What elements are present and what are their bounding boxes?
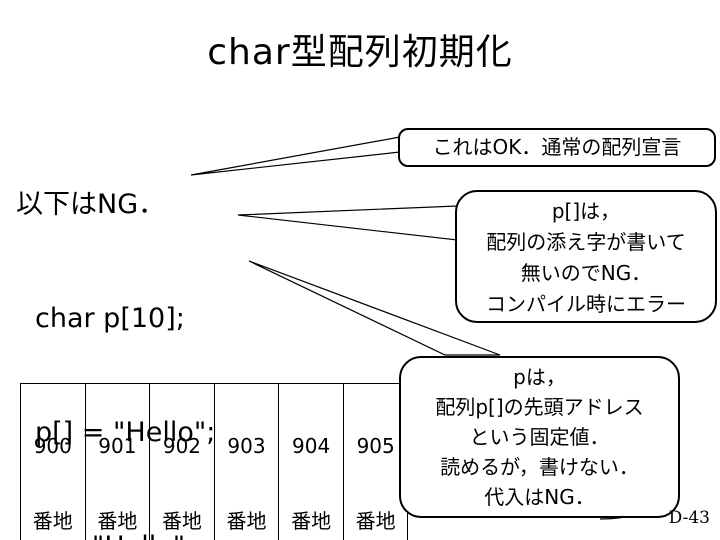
table-cell-address-902: 902 番地 (149, 383, 215, 540)
callout-text-line-1: pは， (513, 365, 566, 389)
callout-text-line-2: 配列p[]の先頭アドレス (435, 395, 644, 419)
address-number: 903 (227, 434, 266, 458)
page-title: char型配列初期化 (207, 32, 513, 73)
address-unit: 番地 (161, 509, 202, 533)
callout-text-line-4: 読めるが，書けない． (440, 455, 639, 479)
address-number: 900 (33, 434, 72, 458)
address-unit: 番地 (291, 509, 332, 533)
callout-pointer-fixed: pは， 配列p[]の先頭アドレス という固定値． 読めるが，書けない． 代入はN… (399, 356, 680, 518)
callout-ok-declaration: これはOK．通常の配列宣言 (398, 128, 716, 167)
table-cell-address-905: 905 番地 (342, 383, 409, 540)
table-row-addresses: 900 番地 901 番地 902 番地 903 番地 904 番地 (20, 383, 409, 540)
address-number: 901 (98, 434, 137, 458)
callout-text-line-3: 無いのでNG． (520, 261, 652, 285)
page-number: D-43 (668, 508, 710, 528)
table-cell-address-900: 900 番地 (20, 383, 86, 540)
leader-tail-callout-1 (190, 136, 401, 176)
callout-text-line-5: 代入はNG． (484, 485, 595, 509)
memory-layout-table: 900 番地 901 番地 902 番地 903 番地 904 番地 (20, 383, 409, 540)
callout-text-line-4: コンパイル時にエラー (486, 292, 686, 316)
callout-text-line-1: p[]は， (551, 199, 621, 223)
code-line-declaration: char p[10]; (35, 303, 185, 334)
address-unit: 番地 (226, 509, 267, 533)
callout-subscript-ng: p[]は， 配列の添え字が書いて 無いのでNG． コンパイル時にエラー (455, 190, 717, 323)
callout-text-line-2: 配列の添え字が書いて (486, 230, 686, 254)
code-heading: 以下はNG． (16, 189, 166, 220)
address-unit: 番地 (355, 509, 396, 533)
address-number: 905 (356, 434, 395, 458)
address-unit: 番地 (32, 509, 73, 533)
table-cell-address-903: 903 番地 (213, 383, 280, 540)
address-unit: 番地 (97, 509, 138, 533)
table-cell-address-904: 904 番地 (278, 383, 344, 540)
table-cell-address-901: 901 番地 (84, 383, 151, 540)
callout-text: これはOK．通常の配列宣言 (432, 135, 682, 159)
address-number: 902 (162, 434, 202, 458)
leader-tail-callout-2 (237, 205, 458, 241)
address-number: 904 (292, 434, 331, 458)
callout-text-line-3: という固定値． (469, 425, 610, 449)
